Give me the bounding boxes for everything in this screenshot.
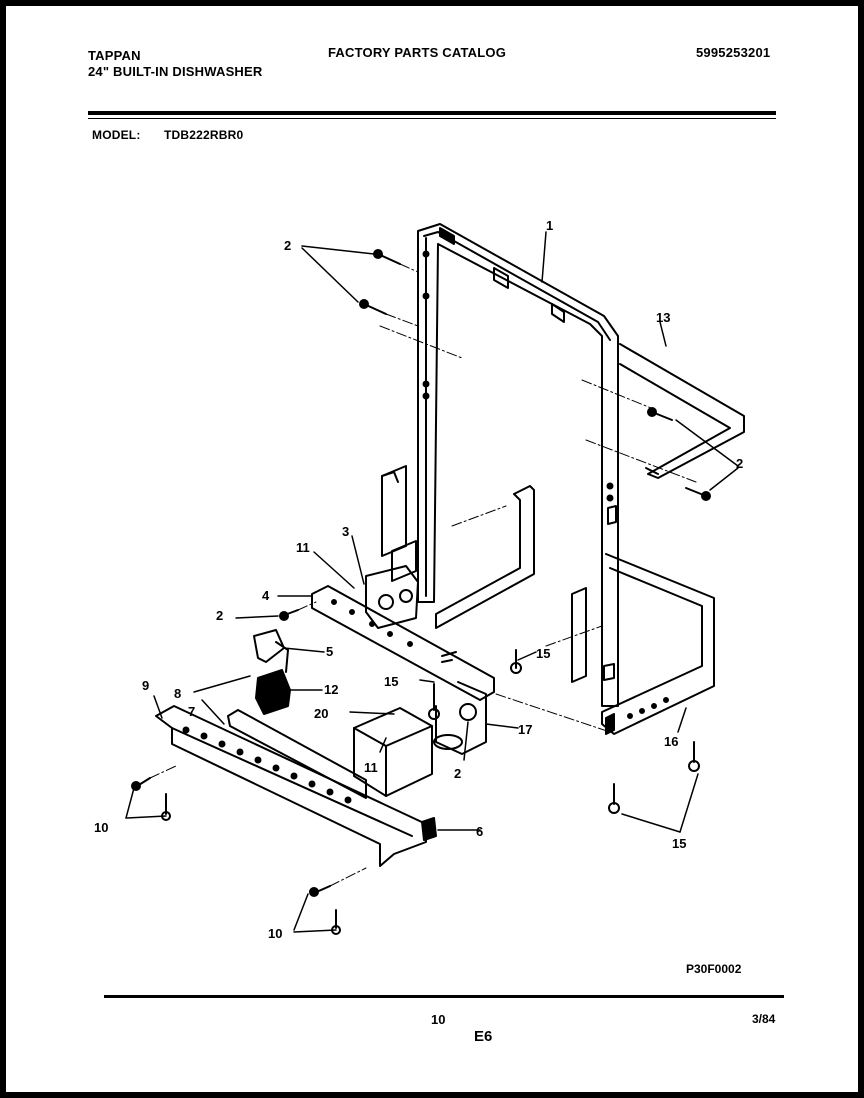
screws (131, 249, 711, 935)
callout-10-left: 10 (94, 820, 108, 835)
terminal-block-part-12 (255, 669, 291, 715)
callout-2-left: 2 (216, 608, 223, 623)
capacitor-part-20 (353, 707, 433, 797)
section-code: E6 (474, 1028, 493, 1045)
callout-1: 1 (546, 218, 553, 233)
model-label: MODEL: (92, 128, 141, 142)
bracket-part-13 (619, 343, 745, 479)
alignment-lines (149, 263, 697, 887)
callout-13: 13 (656, 310, 670, 325)
brand-name: TAPPAN (88, 48, 141, 63)
product-name: 24" BUILT-IN DISHWASHER (88, 64, 263, 79)
callout-3: 3 (342, 524, 349, 539)
shield-part-7 (227, 709, 367, 799)
callout-2-bottom: 2 (454, 766, 461, 781)
exploded-parts-diagram: 1 2 13 2 3 11 4 2 5 15 15 12 8 9 7 20 17… (94, 218, 745, 941)
header-rule (88, 111, 776, 115)
callout-15-right: 15 (536, 646, 550, 661)
parts-sheet: TAPPAN 24" BUILT-IN DISHWASHER FACTORY P… (6, 6, 858, 1092)
catalog-title: FACTORY PARTS CATALOG (328, 45, 507, 60)
leader-lines (125, 231, 739, 933)
lower-frame (435, 485, 715, 735)
callout-10-bottom: 10 (268, 926, 282, 941)
access-panel-part-6 (155, 705, 437, 867)
callout-8: 8 (174, 686, 181, 701)
page-number: 10 (431, 1012, 446, 1027)
callout-16: 16 (664, 734, 678, 749)
callout-2-right: 2 (736, 456, 743, 471)
frame-part-1 (381, 223, 619, 707)
callout-6: 6 (476, 824, 483, 839)
bracket-part-17 (433, 681, 487, 755)
callout-7: 7 (188, 704, 195, 719)
drawing-code: P30F0002 (686, 962, 742, 976)
callout-9: 9 (142, 678, 149, 693)
callout-15-center: 15 (384, 674, 398, 689)
model-value: TDB222RBR0 (164, 128, 244, 142)
revision-date: 3/84 (752, 1012, 776, 1026)
callout-17: 17 (518, 722, 532, 737)
callout-12: 12 (324, 682, 338, 697)
callout-11-bottom: 11 (364, 760, 378, 775)
callout-4: 4 (262, 588, 270, 603)
callout-15-bottom: 15 (672, 836, 686, 851)
control-bracket-part-4 (311, 565, 495, 701)
callout-2-top: 2 (284, 238, 291, 253)
header-rule-thin (88, 118, 776, 119)
callout-11-top: 11 (296, 540, 310, 555)
callout-5: 5 (326, 644, 333, 659)
callout-20: 20 (314, 706, 328, 721)
catalog-number: 5995253201 (696, 45, 771, 60)
switch-part-5 (253, 629, 289, 673)
footer-rule (104, 995, 784, 998)
